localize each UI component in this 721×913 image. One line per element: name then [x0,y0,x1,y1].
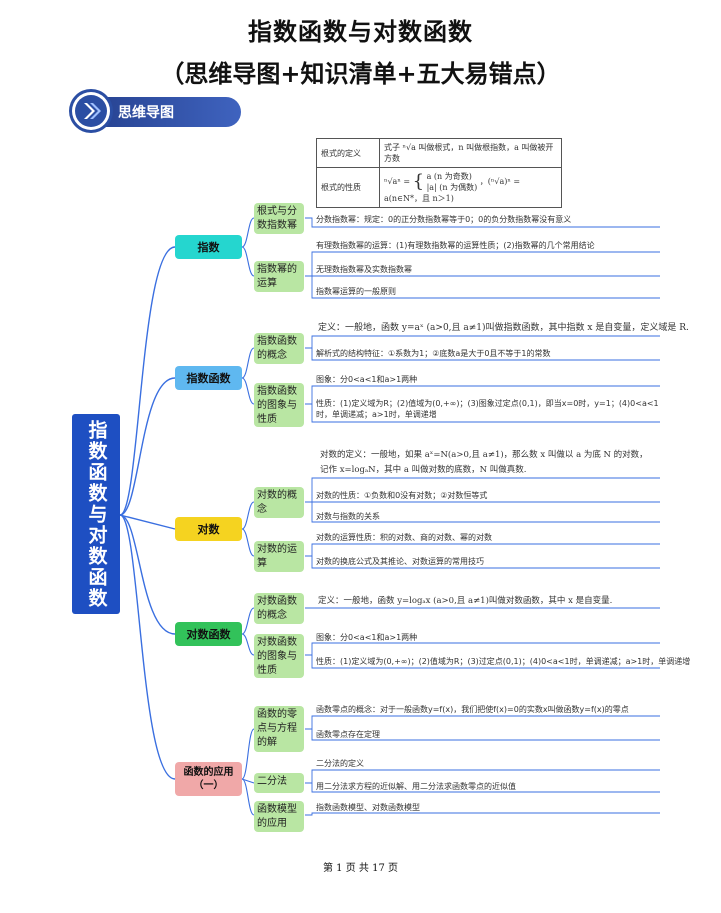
leaf-text: 函数零点存在定理 [316,730,380,739]
branch-index: 指数 [175,235,242,259]
node-power-operations: 指数幂的运算 [254,261,304,292]
leaf-text: 定义：一般地，函数 y=logₐx (a>0,且 a≠1)叫做对数函数，其中 x… [318,596,613,606]
leaf-text: 对数与指数的关系 [316,512,380,521]
branch-logarithm: 对数 [175,517,242,541]
leaf-text: 指数函数模型、对数函数模型 [316,803,420,812]
branch-function-application: 函数的应用（一） [175,762,242,796]
leaf-text: 图象：分0<a<1和a>1两种 [316,633,418,642]
leaf-text: 有理数指数幂的运算：(1)有理数指数幂的运算性质；(2)指数幂的几个常用结论 [316,241,595,250]
section-banner-label: 思维导图 [118,105,174,121]
node-log-operations: 对数的运算 [254,541,304,572]
leaf-text: 解析式的结构特征：①系数为1；②底数a是大于0且不等于1的常数 [316,349,551,358]
radical-def-label: 根式的定义 [316,138,380,168]
radical-prop-rhs: ，(ⁿ√a)ⁿ = a(n∈N*，且 n＞1) [384,177,521,203]
mindmap-root: 指数函数与对数函数 [72,414,120,614]
radical-prop-cell: ⁿ√aⁿ = { a (n 为奇数) |a| (n 为偶数) ，(ⁿ√a)ⁿ =… [379,167,562,208]
node-log-function-graph: 对数函数的图象与性质 [254,634,304,678]
radical-prop-case-even: |a| (n 为偶数) [426,183,478,192]
leaf-text: 图象：分0<a<1和a>1两种 [316,375,418,384]
radical-prop-label: 根式的性质 [316,167,380,208]
radical-prop-case-odd: a (n 为奇数) [426,172,472,181]
radical-def-text: 式子 ⁿ√a 叫做根式，n 叫做根指数，a 叫做被开方数 [379,138,562,168]
banner-icon-circle [72,92,110,130]
node-zero-and-equation: 函数的零点与方程的解 [254,706,304,752]
branch-logarithmic-function: 对数函数 [175,622,242,646]
leaf-text: 记作 x=logₐN，其中 a 叫做对数的底数，N 叫做真数. [320,465,527,475]
node-function-models: 函数模型的应用 [254,801,304,832]
leaf-text: 用二分法求方程的近似解、用二分法求函数零点的近似值 [316,782,516,791]
leaf-text: 对数的运算性质：积的对数、商的对数、幂的对数 [316,533,492,542]
node-radical-and-fractional-power: 根式与分数指数幂 [254,203,304,234]
leaf-text: 性质：(1)定义域为R；(2)值域为(0,+∞)；(3)图象过定点(0,1)，即… [316,399,659,419]
leaf-text: 对数的性质：①负数和0没有对数；②对数恒等式 [316,491,488,500]
leaf-text: 对数的换底公式及其推论、对数运算的常用技巧 [316,557,484,566]
leaf-text: 无理数指数幂及实数指数幂 [316,265,412,274]
branch-exponential-function: 指数函数 [175,366,242,390]
play-chevron-icon [75,95,107,127]
radical-table: 根式的定义 式子 ⁿ√a 叫做根式，n 叫做根指数，a 叫做被开方数 根式的性质… [316,138,562,208]
document-subtitle: （思维导图+知识清单+五大易错点） [160,60,561,88]
leaf-text: 二分法的定义 [316,759,364,768]
leaf-text: 分数指数幂：规定：0的正分数指数幂等于0；0的负分数指数幂没有意义 [316,215,572,224]
page-footer: 第 1 页 共 17 页 [323,863,398,874]
leaf-text: 性质：(1)定义域为(0,+∞)；(2)值域为R；(3)过定点(0,1)；(4)… [316,657,691,666]
node-exp-function-concept: 指数函数的概念 [254,333,304,364]
document-title: 指数函数与对数函数 [248,18,473,46]
brace-icon: { [412,171,425,192]
leaf-text: 指数幂运算的一般原则 [316,287,396,296]
leaf-text: 定义：一般地，函数 y=aˣ (a>0,且 a≠1)叫做指数函数，其中指数 x … [318,323,689,333]
radical-prop-lhs: ⁿ√aⁿ = [384,177,411,186]
node-log-function-concept: 对数函数的概念 [254,593,304,624]
leaf-text: 对数的定义：一般地，如果 aˣ=N(a>0,且 a≠1)，那么数 x 叫做以 a… [320,450,648,460]
leaf-text: 函数零点的概念：对于一般函数y=f(x)，我们把使f(x)=0的实数x叫做函数y… [316,705,629,714]
node-log-concept: 对数的概念 [254,487,304,518]
node-exp-function-graph: 指数函数的图象与性质 [254,383,304,427]
node-bisection: 二分法 [254,773,304,793]
